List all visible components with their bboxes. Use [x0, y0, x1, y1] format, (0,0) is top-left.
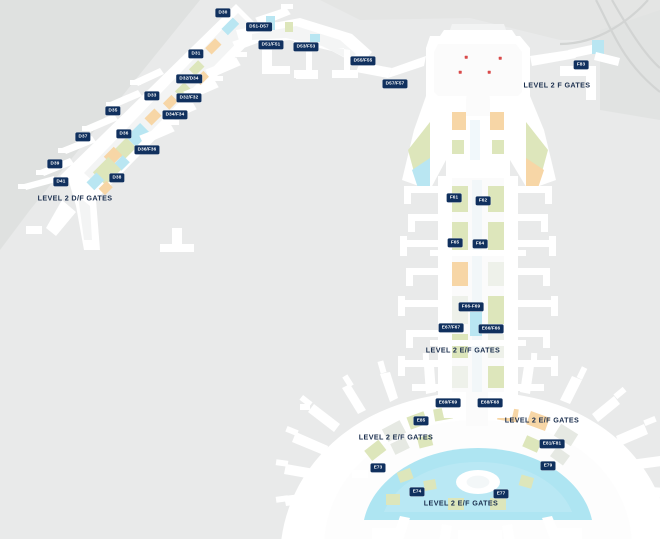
gate-label[interactable]: E68/F68 [477, 398, 503, 408]
gate-label[interactable]: D32/D34 [176, 74, 202, 84]
area-label: LEVEL 2 F GATES [523, 80, 591, 90]
gate-label[interactable]: D53/F53 [293, 42, 319, 52]
gate-label[interactable]: D33 [144, 91, 160, 101]
area-label: LEVEL 2 E/F GATES [358, 432, 434, 442]
gate-label[interactable]: D51/F51 [258, 40, 284, 50]
gate-label[interactable]: D57/F57 [382, 79, 408, 89]
gate-label[interactable]: D36 [116, 129, 132, 139]
gate-label[interactable]: E85 [413, 416, 429, 426]
gate-label[interactable]: D34/F34 [162, 110, 188, 120]
gate-label[interactable]: D32/F32 [176, 93, 202, 103]
main-terminal-headhouse [356, 24, 620, 190]
gate-label[interactable]: D38 [109, 173, 125, 183]
gate-label[interactable]: D37 [75, 132, 91, 142]
gate-label[interactable]: D39 [47, 159, 63, 169]
gate-label[interactable]: E69/F69 [435, 398, 461, 408]
gate-label[interactable]: E74 [409, 487, 425, 497]
gate-label[interactable]: F65 [447, 238, 463, 248]
gate-label[interactable]: E73 [370, 463, 386, 473]
misc-buildings [26, 226, 368, 478]
gate-label[interactable]: D35 [105, 106, 121, 116]
concourse-e-rotunda [275, 352, 660, 539]
area-label: LEVEL 2 E/F GATES [425, 345, 501, 355]
gate-label[interactable]: F66-F69 [458, 302, 484, 312]
gate-label[interactable]: F64 [472, 239, 488, 249]
poi-marker-icon [498, 56, 502, 60]
area-label: LEVEL 2 E/F GATES [423, 498, 499, 508]
jetbridge-stands-d-south [18, 80, 141, 189]
gate-label[interactable]: D41 [53, 177, 69, 187]
area-label: LEVEL 2 E/F GATES [504, 415, 580, 425]
area-label: LEVEL 2 D/F GATES [37, 193, 113, 203]
gate-label[interactable]: D30 [215, 8, 231, 18]
gate-label[interactable]: D55/F55 [350, 56, 376, 66]
roadways [559, 0, 660, 93]
gate-label[interactable]: E79 [540, 461, 556, 471]
gate-label[interactable]: D36/F36 [134, 145, 160, 155]
gate-label[interactable]: F61 [446, 193, 462, 203]
gate-label[interactable]: F62 [475, 196, 491, 206]
poi-marker-icon [464, 55, 468, 59]
jetbridge-stands-e [275, 352, 657, 503]
poi-marker-icon [458, 70, 462, 74]
gate-label[interactable]: E66/F66 [478, 324, 504, 334]
poi-marker-icon [487, 70, 491, 74]
gate-label[interactable]: D31 [188, 49, 204, 59]
gate-label[interactable]: E67/F67 [438, 323, 464, 333]
concourse-f-spine [398, 176, 558, 396]
gate-label[interactable]: D51-D57 [246, 22, 272, 32]
concourse-d-zones [86, 17, 240, 196]
gate-label[interactable]: E77 [493, 489, 509, 499]
gate-label[interactable]: E81/F81 [539, 439, 565, 449]
gate-label[interactable]: F83 [573, 60, 589, 70]
jetbridges-e [284, 366, 660, 539]
